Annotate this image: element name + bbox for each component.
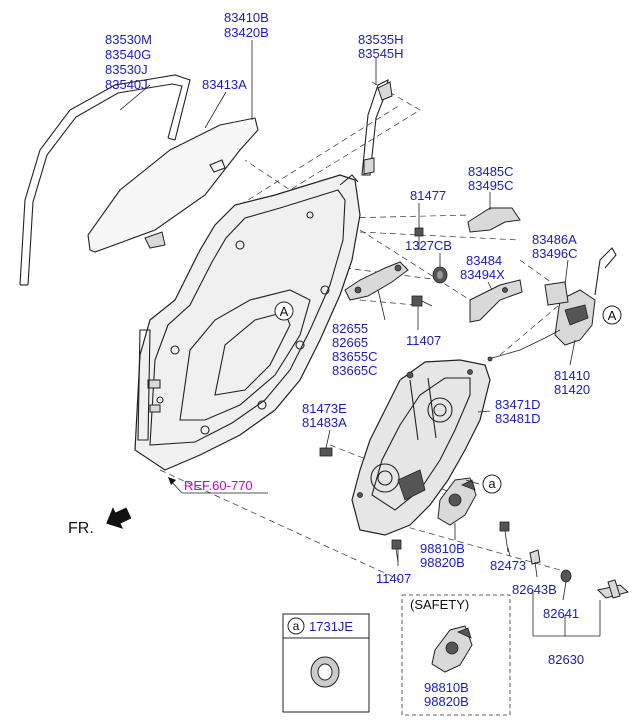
bolt-11407-top [411, 295, 433, 307]
label-safety-motor-1: 98810B [424, 680, 469, 695]
bushing-1327cb [432, 266, 448, 284]
window-motor [437, 477, 477, 526]
label-hinge-1: 82655 [332, 321, 368, 336]
label-bracket-mid-2: 83494X [460, 267, 505, 282]
bolt-11407-bottom [391, 539, 402, 563]
middle-bracket-83484 [469, 279, 523, 323]
circle-marker-a-detail: a [287, 617, 305, 635]
label-glass-run-4: 83540J [105, 77, 148, 92]
upper-bracket-83485c [467, 207, 521, 233]
marker-letter-A: A [280, 304, 289, 319]
label-glass-run-1: 83530M [105, 32, 152, 47]
circle-marker-A-latch: A [602, 305, 622, 325]
window-regulator-module [351, 359, 491, 536]
safety-motor [401, 594, 511, 716]
label-module-2: 83481D [495, 411, 541, 426]
label-bolt-11407-top: 11407 [406, 333, 441, 348]
label-glass-code-2: 83420B [224, 25, 269, 40]
label-safety-motor-2: 98820B [424, 694, 469, 709]
ref-pointer [168, 477, 268, 494]
rear-channel [361, 79, 393, 176]
marker-letter-a-2: a [293, 619, 300, 633]
label-rod-2: 83496C [532, 246, 578, 261]
label-channel-1: 83535H [358, 32, 404, 47]
marker-letter-a: a [488, 476, 496, 491]
label-detail-a-code: 1731JE [309, 619, 353, 634]
detail-a-box [282, 613, 370, 713]
label-bracket-mid-1: 83484 [466, 253, 502, 268]
label-motor-2: 98820B [420, 555, 465, 570]
door-latch-assembly [487, 247, 617, 362]
label-module-1: 83471D [495, 397, 541, 412]
part-labels: 83530M 83540G 83530J 83540J 83410B 83420… [68, 10, 590, 709]
label-bolt-81477: 81477 [410, 188, 446, 203]
front-direction-label: FR. [68, 520, 94, 537]
circle-marker-a-module: a [482, 474, 502, 494]
label-clip-1: 81473E [302, 401, 347, 416]
label-screw-82473: 82473 [490, 558, 526, 573]
label-handle-assy: 82630 [548, 652, 584, 667]
label-clip-2: 81483A [302, 415, 347, 430]
label-latch-1: 81410 [554, 368, 590, 383]
label-glass-code-1: 83410B [224, 10, 269, 25]
label-latch-2: 81420 [554, 382, 590, 397]
marker-letter-A-2: A [608, 308, 617, 323]
label-glass-run-3: 83530J [105, 62, 148, 77]
ref-link-text: REF.60-770 [184, 478, 253, 493]
door-glass [87, 117, 259, 253]
lower-hinge-bracket [344, 261, 409, 301]
label-motor-1: 98810B [420, 541, 465, 556]
label-bushing: 1327CB [405, 238, 452, 253]
label-seal-82643: 82643B [512, 582, 557, 597]
label-handle-82641: 82641 [543, 606, 579, 621]
leader-lines [119, 40, 601, 637]
label-hinge-2: 82665 [332, 335, 368, 350]
safety-title: (SAFETY) [410, 597, 469, 612]
label-channel-2: 83545H [358, 46, 404, 61]
label-glass-sub: 83413A [202, 77, 247, 92]
front-direction-arrow [106, 507, 132, 529]
glass-run-channel [19, 74, 191, 286]
label-bracket-top-2: 83495C [468, 178, 514, 193]
label-glass-run-2: 83540G [105, 47, 151, 62]
screw-82473 [499, 521, 510, 553]
circle-marker-A-door: A [274, 301, 294, 321]
label-bracket-top-1: 83485C [468, 164, 514, 179]
label-bolt-11407-bottom: 11407 [376, 571, 411, 586]
clip-81473e [319, 447, 333, 457]
label-hinge-3: 83655C [332, 349, 378, 364]
outside-handle-parts [529, 549, 630, 599]
label-rod-1: 83486A [532, 232, 577, 247]
label-hinge-4: 83665C [332, 363, 378, 378]
